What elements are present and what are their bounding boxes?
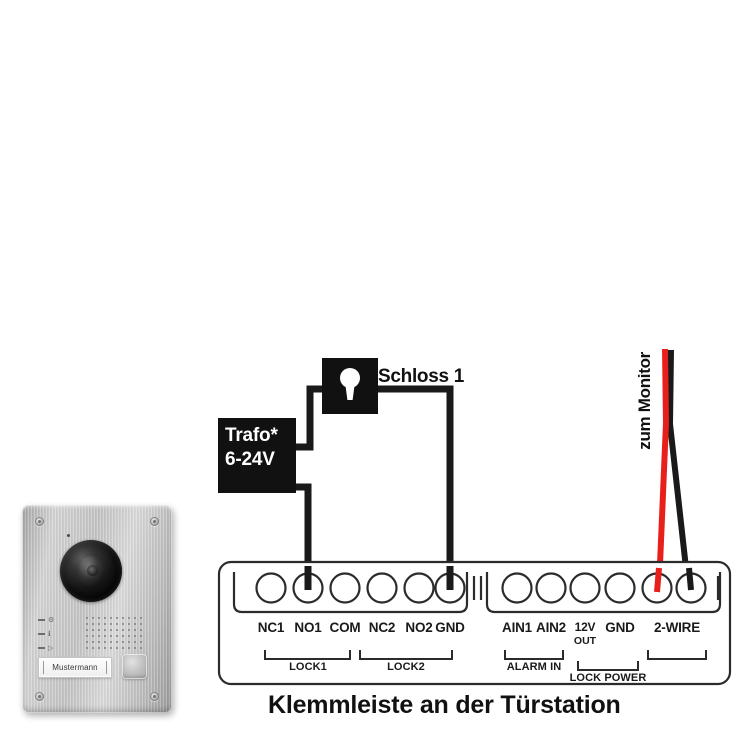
nameplate-text: Mustermann — [52, 663, 98, 672]
wire-lock-to-gnd — [375, 385, 454, 585]
terminal-ring-12v — [569, 572, 601, 604]
terminal-label-nc2: NC2 — [368, 620, 396, 635]
terminal-label-gnd1: GND — [435, 620, 465, 635]
terminal-label-com: COM — [329, 620, 361, 635]
terminal-sublabel-12v-out: OUT — [573, 635, 597, 647]
indicator-led-group: ⚙ ℹ ▷ — [38, 615, 64, 657]
call-button[interactable] — [122, 654, 147, 679]
faceplate-screw-bottom-left — [35, 692, 44, 701]
led-dash-2 — [38, 633, 45, 635]
monitor-label: zum Monitor — [635, 352, 654, 450]
left-terminal-rings — [255, 572, 466, 604]
terminal-label-no1: NO1 — [294, 620, 322, 635]
faceplate-screw-bottom-right — [150, 692, 159, 701]
terminal-ring-nc2 — [366, 572, 398, 604]
wire-trafo-to-no1 — [296, 483, 312, 585]
faceplate-screw-top-left — [35, 517, 44, 526]
nameplate-edge-right — [106, 661, 107, 674]
terminal-label-2wire: 2-WIRE — [653, 620, 701, 635]
nameplate: Mustermann — [38, 657, 112, 678]
indicator-led-row-1: ⚙ — [38, 615, 64, 625]
transformer-label-line2: 6-24V — [225, 449, 275, 470]
wire-tip-2wire-black — [686, 567, 694, 591]
indicator-led-row-3: ▷ — [38, 643, 64, 653]
play-icon: ▷ — [48, 644, 54, 652]
bracket-lock1 — [264, 650, 351, 660]
led-dash-3 — [38, 647, 45, 649]
diagram-caption: Klemmleiste an der Türstation — [268, 691, 621, 719]
group-label-lock-power: LOCK POWER — [569, 672, 647, 684]
led-dash-1 — [38, 619, 45, 621]
terminal-label-ain2: AIN2 — [536, 620, 566, 635]
terminal-ring-ain1 — [501, 572, 533, 604]
terminal-label-ain1: AIN1 — [502, 620, 532, 635]
left-group-outline — [232, 572, 469, 614]
indicator-led-row-2: ℹ — [38, 629, 64, 639]
bracket-2wire — [647, 650, 707, 660]
terminal-label-12v: 12V — [574, 620, 596, 634]
lock-device — [322, 358, 378, 414]
group-label-lock1: LOCK1 — [289, 661, 327, 673]
faceplate-screw-top-right — [150, 517, 159, 526]
group-label-lock2: LOCK2 — [387, 661, 425, 673]
transformer-label-line1: Trafo* — [225, 425, 278, 446]
group-label-alarm-in: ALARM IN — [506, 661, 562, 673]
terminal-ring-nc1 — [255, 572, 287, 604]
lock-label: Schloss 1 — [378, 366, 465, 387]
microphone-pinhole — [67, 534, 70, 537]
door-station-faceplate — [22, 505, 172, 713]
wire-monitor-black — [666, 349, 691, 587]
terminal-label-nc1: NC1 — [257, 620, 285, 635]
door-station-device: ⚙ ℹ ▷ Mustermann — [22, 505, 172, 713]
terminal-ring-gnd2 — [604, 572, 636, 604]
speaker-grille — [84, 615, 146, 649]
info-icon: ℹ — [48, 630, 51, 638]
right-group-outline — [485, 572, 722, 614]
settings-icon: ⚙ — [48, 616, 55, 624]
transformer-box — [218, 418, 296, 493]
bracket-lock2 — [359, 650, 453, 660]
terminal-label-no2: NO2 — [405, 620, 433, 635]
keyhole-icon — [340, 368, 360, 400]
terminal-ring-no2 — [403, 572, 435, 604]
nameplate-edge-left — [43, 661, 44, 674]
bracket-alarm-in — [504, 650, 564, 660]
terminal-ring-com — [329, 572, 361, 604]
terminal-label-gnd2: GND — [605, 620, 635, 635]
terminal-ring-ain2 — [535, 572, 567, 604]
wire-tip-2wire-red — [654, 567, 662, 593]
wire-trafo-to-lock — [296, 385, 325, 451]
camera-lens — [60, 540, 122, 602]
bracket-lock-power — [577, 661, 639, 671]
wire-monitor-red — [656, 348, 670, 589]
